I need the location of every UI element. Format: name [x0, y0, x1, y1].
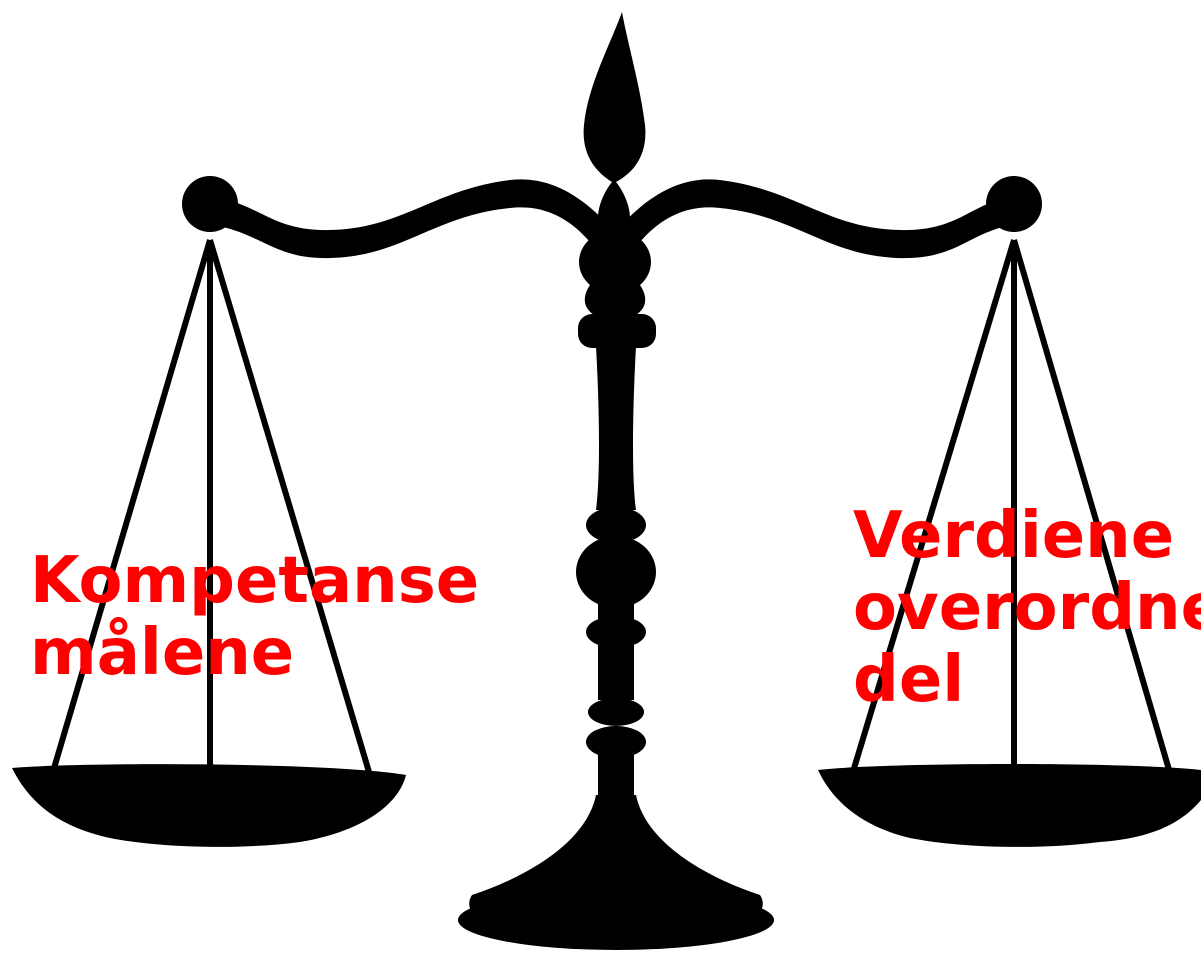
lower-column	[598, 640, 634, 700]
right-label-line-2: overordnet	[853, 571, 1201, 645]
turning-5	[588, 698, 644, 726]
turning-1	[586, 507, 646, 543]
turning-2	[576, 536, 656, 608]
scale-shapes	[12, 12, 1201, 950]
right-chain-right	[1011, 239, 1175, 781]
right-pan	[818, 764, 1201, 847]
left-label-line-2: målene	[30, 616, 295, 690]
left-pan	[12, 764, 406, 847]
right-label-line-1: Verdiene i	[853, 499, 1201, 573]
right-label-line-3: del	[853, 643, 965, 717]
base-foot	[458, 890, 774, 950]
center-knob	[579, 230, 651, 294]
knob-neck	[584, 285, 646, 318]
left-pan-label: Kompetanse målene	[30, 545, 479, 689]
central-column	[596, 346, 636, 510]
right-chain-left	[849, 239, 1017, 776]
column-collar	[578, 314, 656, 348]
left-label-line-1: Kompetanse	[30, 544, 480, 618]
finial	[583, 12, 646, 238]
right-beam-ball	[986, 176, 1042, 232]
right-pan-label: Verdiene i overordnet del	[853, 500, 1201, 716]
lower-column-2	[598, 740, 634, 800]
turning-3	[598, 600, 634, 620]
left-beam-ball	[182, 176, 238, 232]
left-chain-right	[207, 239, 375, 783]
left-chain-left	[49, 239, 213, 776]
